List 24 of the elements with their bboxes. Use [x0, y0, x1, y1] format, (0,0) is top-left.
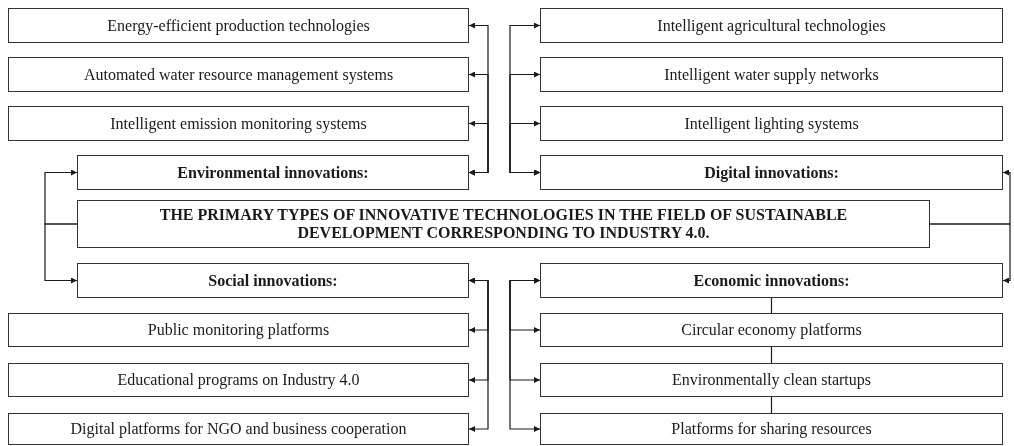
category-box: THE PRIMARY TYPES OF INNOVATIVE TECHNOLOGIES IN THE FIELD OF SUSTAINABLE DEVELOPMENT CORRESPONDING TO INDUSTRY 4.0. — [77, 200, 930, 248]
item-box: Circular economy platforms — [540, 313, 1003, 347]
item-box: Public monitoring platforms — [8, 313, 469, 347]
item-box: Environmentally clean startups — [540, 363, 1003, 397]
connector-arrow — [44, 169, 78, 225]
connector-arrow — [468, 277, 489, 432]
category-box: Economic innovations: — [540, 263, 1003, 298]
item-box: Digital platforms for NGO and business cooperation — [8, 413, 469, 445]
category-box: Environmental innovations: — [77, 155, 469, 190]
connector-arrow — [44, 223, 78, 284]
item-box: Automated water resource management systems — [8, 57, 469, 92]
item-box: Platforms for sharing resources — [540, 413, 1003, 445]
item-box: Intelligent agricultural technologies — [540, 8, 1003, 43]
connector-arrow — [509, 120, 541, 176]
category-box: Social innovations: — [77, 263, 469, 298]
item-box: Intelligent water supply networks — [540, 57, 1003, 92]
connector-arrow — [509, 277, 541, 432]
connector-arrow — [929, 223, 1011, 284]
item-box: Intelligent emission monitoring systems — [8, 106, 469, 141]
item-box: Intelligent lighting systems — [540, 106, 1003, 141]
item-box: Educational programs on Industry 4.0 — [8, 363, 469, 397]
connector-arrow — [468, 120, 489, 176]
item-box: Energy-efficient production technologies — [8, 8, 469, 43]
category-box: Digital innovations: — [540, 155, 1003, 190]
